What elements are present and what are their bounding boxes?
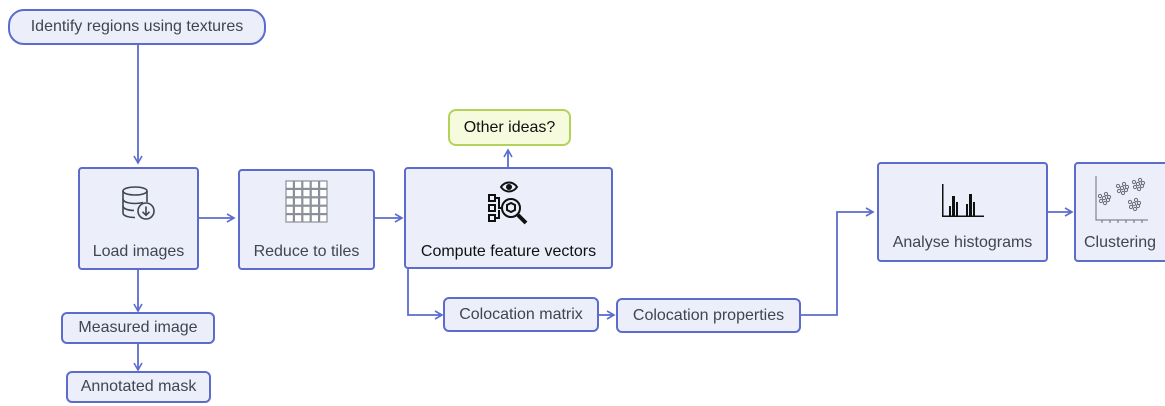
grid-tiles-icon [284,180,328,223]
node-colocation-properties[interactable]: Colocation properties [616,298,801,333]
edge-compute-to-colocation-matrix [407,269,444,320]
node-compute-feature-vectors-label: Compute feature vectors [420,243,597,260]
node-identify-regions-label: Identify regions using textures [30,18,244,35]
node-other-ideas-label: Other ideas? [463,118,556,136]
bar-chart-icon [941,184,984,217]
node-clustering-label: Clustering [1084,234,1157,251]
edge-properties-to-histograms [801,207,875,316]
node-load-images-label: Load images [92,243,185,260]
node-colocation-matrix[interactable]: Colocation matrix [443,297,599,332]
node-load-images[interactable]: Load images [78,167,199,270]
node-compute-feature-vectors[interactable]: Compute feature vectors [404,167,613,269]
node-measured-image-label: Measured image [78,319,198,336]
node-other-ideas[interactable]: Other ideas? [448,109,571,146]
scatter-plot-icon [1095,176,1148,223]
feature-inspection-icon [487,181,527,225]
node-colocation-matrix-label: Colocation matrix [459,305,583,323]
node-annotated-mask-label: Annotated mask [80,378,197,395]
node-annotated-mask[interactable]: Annotated mask [66,371,211,403]
node-colocation-properties-label: Colocation properties [632,306,785,324]
database-download-icon [121,186,155,220]
node-analyse-histograms[interactable]: Analyse histograms [877,162,1048,262]
node-analyse-histograms-label: Analyse histograms [892,234,1033,251]
node-identify-regions[interactable]: Identify regions using textures [8,9,266,45]
node-clustering[interactable]: Clustering [1074,162,1165,262]
node-measured-image[interactable]: Measured image [61,312,215,344]
node-reduce-to-tiles-label: Reduce to tiles [253,243,360,260]
node-reduce-to-tiles[interactable]: Reduce to tiles [238,169,375,270]
